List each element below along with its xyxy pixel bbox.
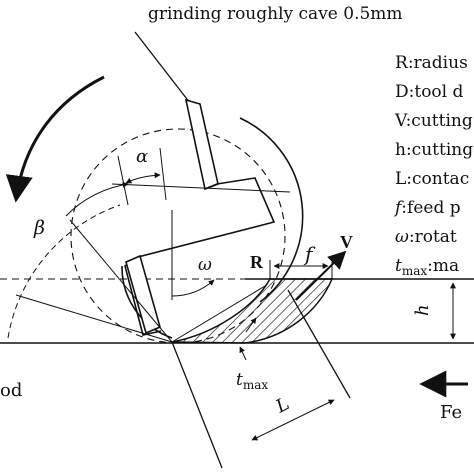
flute-outline <box>124 177 276 336</box>
L-label: L <box>272 393 293 418</box>
legend-symbol: t <box>395 256 402 276</box>
tmax-base: t <box>236 370 243 390</box>
velocity-arrow <box>295 250 347 301</box>
legend-text: :cutting <box>406 111 473 131</box>
extension-line-L <box>287 289 351 399</box>
extension-line-long <box>171 341 223 469</box>
radius-line <box>171 285 266 343</box>
rod-label: od <box>0 380 22 401</box>
tool-body-arc <box>239 117 304 303</box>
radial-line-b <box>15 294 173 343</box>
legend-subscript: max <box>402 264 428 278</box>
legend-item: f:feed p <box>393 198 461 218</box>
title-text: grinding roughly cave 0.5mm <box>148 4 403 24</box>
alpha-ray-left <box>117 155 129 206</box>
legend-item: h:cutting <box>395 140 473 160</box>
rotation-arrow <box>5 75 105 203</box>
h-label: h <box>412 304 433 316</box>
L-dimension <box>251 399 335 441</box>
legend-item: tmax:ma <box>395 256 459 278</box>
tmax-arrow-upper <box>245 317 257 333</box>
feed-label: Fe <box>440 402 462 423</box>
beta-arc <box>7 204 121 339</box>
legend-symbol: ω <box>395 227 409 247</box>
legend-text: :tool d <box>409 82 464 102</box>
beta-arc-2 <box>65 181 129 217</box>
legend-text: :rotat <box>409 227 457 247</box>
beta-ray <box>69 219 173 343</box>
legend-symbol: D <box>395 82 409 102</box>
beta-label: β <box>33 217 45 239</box>
alpha-arc <box>125 172 161 184</box>
tool-body-lower-arc <box>121 265 173 339</box>
legend-symbol: h <box>395 140 406 160</box>
upper-insert <box>184 98 219 191</box>
legend-text: :radius <box>408 53 468 73</box>
alpha-ray-right <box>159 147 167 201</box>
legend-text: :feed p <box>401 198 460 218</box>
tmax-sub: max <box>243 378 269 392</box>
tool-path-circle <box>70 128 286 344</box>
legend-symbol: R <box>395 53 409 73</box>
legend-text: :cutting <box>406 140 473 160</box>
chip-hatched-area <box>171 278 334 344</box>
legend-text: :ma <box>427 256 459 276</box>
title-leader-line <box>134 31 191 104</box>
legend-item: D:tool d <box>395 82 464 102</box>
f-label: f <box>303 242 316 266</box>
legend-text: :contac <box>406 169 469 189</box>
R-label: R <box>250 252 264 272</box>
omega-arc <box>171 279 215 297</box>
legend-symbol: L <box>395 169 406 189</box>
legend-item: ω:rotat <box>395 227 457 247</box>
legend-symbol: f <box>393 198 404 218</box>
legend-item: L:contac <box>395 169 469 189</box>
radial-line-a <box>111 183 291 193</box>
tmax-arrow-lower <box>239 346 247 361</box>
alpha-label: α <box>136 146 148 167</box>
tmax-label: tmax <box>236 370 268 392</box>
legend-item: V:cutting <box>394 111 473 131</box>
V-label: V <box>340 232 353 252</box>
omega-label: ω <box>198 255 212 275</box>
legend-item: R:radius <box>395 53 468 73</box>
legend-symbol: V <box>394 111 408 131</box>
